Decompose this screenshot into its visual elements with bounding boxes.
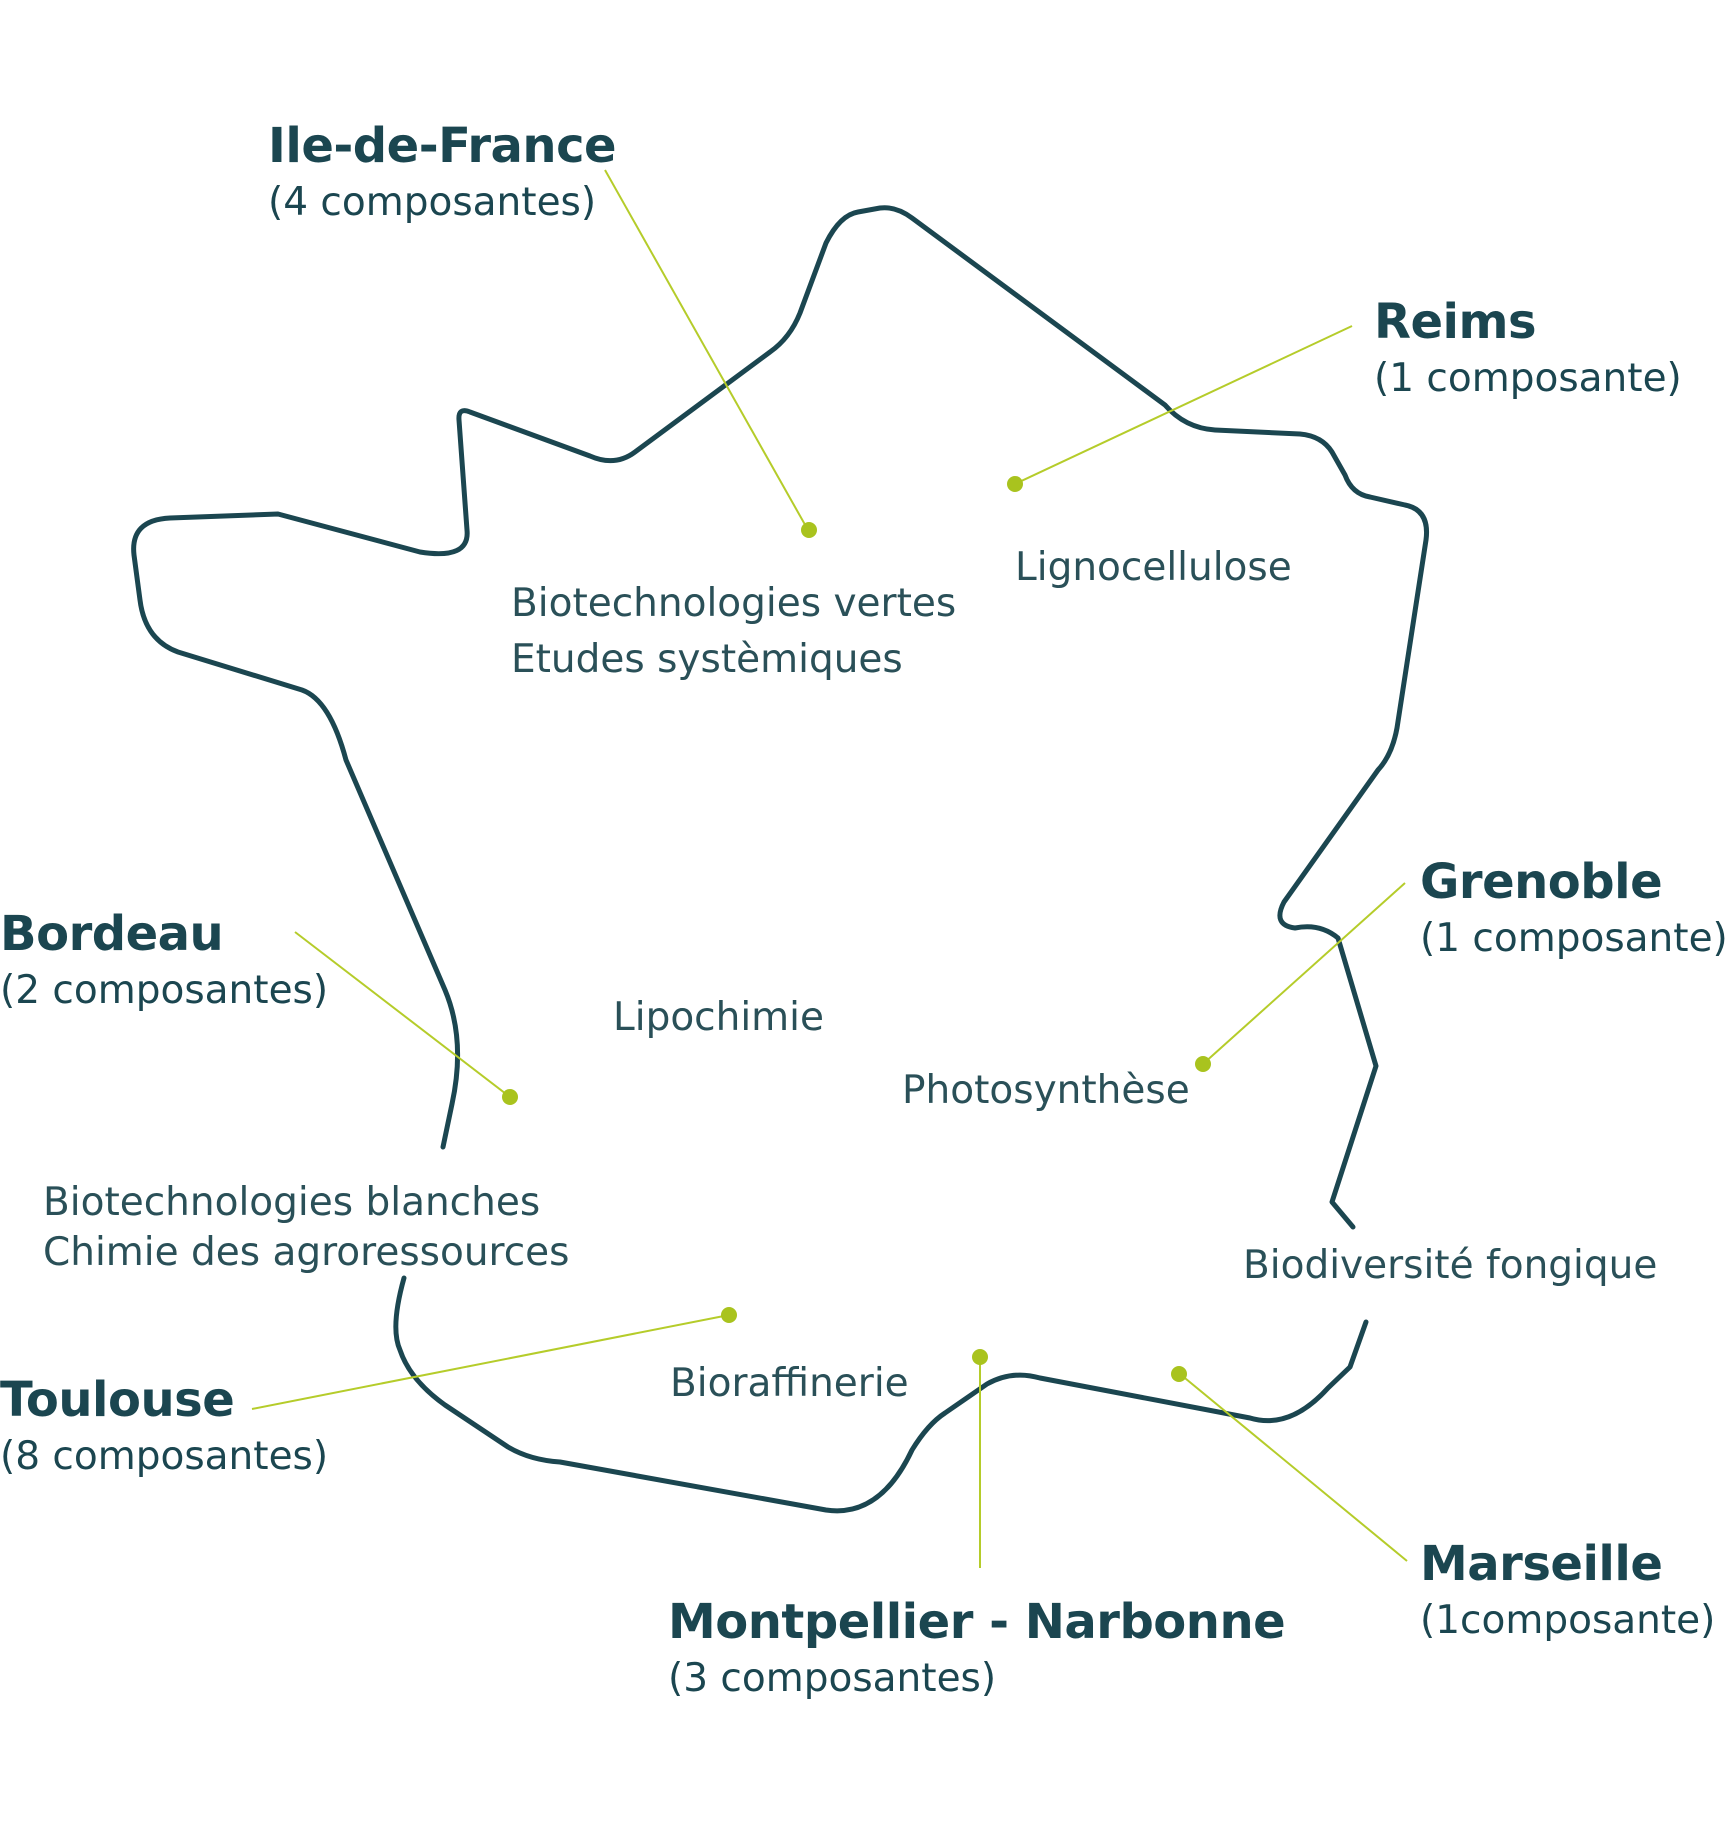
theme-text: Biotechnologies vertes [511, 581, 957, 626]
region-count: (1 composante) [1420, 916, 1728, 961]
leader-line-bordeau [294, 931, 511, 1098]
dot-ile-de-france [801, 522, 817, 538]
theme-label-marseille: Biodiversité fongique [1243, 1238, 1657, 1294]
region-name: Reims [1374, 294, 1537, 350]
dot-montpellier-narbonne [972, 1349, 988, 1365]
region-count: (8 composantes) [0, 1434, 329, 1479]
leader-line-marseille [1179, 1373, 1408, 1562]
dot-bordeau [502, 1089, 518, 1105]
france-outline [131, 205, 1430, 1514]
dot-toulouse [721, 1307, 737, 1323]
theme-text: Lignocellulose [1015, 545, 1292, 590]
region-name: Marseille [1420, 1536, 1663, 1592]
dot-reims [1007, 476, 1023, 492]
region-label-marseille: Marseille (1composante) [1420, 1534, 1715, 1648]
theme-text: Bioraffinerie [670, 1361, 909, 1406]
region-count: (2 composantes) [0, 968, 329, 1013]
theme-label-montpellier-narbonne: Bioraffinerie [670, 1356, 909, 1412]
theme-label-grenoble: Photosynthèse [902, 1063, 1190, 1119]
leader-lines [251, 169, 1408, 1568]
theme-text: Lipochimie [613, 995, 824, 1040]
region-name: Ile-de-France [268, 118, 617, 174]
region-name: Bordeau [0, 906, 224, 962]
region-label-ile-de-france: Ile-de-France (4 composantes) [268, 116, 617, 230]
region-label-reims: Reims (1 composante) [1374, 292, 1682, 406]
region-count: (1 composante) [1374, 356, 1682, 401]
theme-text: Photosynthèse [902, 1068, 1190, 1113]
region-count: (3 composantes) [668, 1656, 997, 1701]
region-name: Toulouse [0, 1372, 235, 1428]
leader-line-toulouse [251, 1314, 730, 1410]
location-dots [502, 476, 1211, 1382]
region-label-toulouse: Toulouse (8 composantes) [0, 1370, 328, 1484]
theme-text: Etudes systèmiques [511, 637, 903, 682]
theme-text: Biodiversité fongique [1243, 1243, 1658, 1288]
leader-line-grenoble [1202, 882, 1406, 1065]
region-name: Grenoble [1420, 854, 1663, 910]
region-label-grenoble: Grenoble (1 composante) [1420, 852, 1728, 966]
theme-label-ile-de-france: Biotechnologies vertes Etudes systèmique… [511, 576, 956, 688]
theme-text: Chimie des agroressources [43, 1230, 570, 1275]
theme-label-bordeau: Lipochimie [613, 990, 824, 1046]
region-label-bordeau: Bordeau (2 composantes) [0, 904, 328, 1018]
france-outline-north-west [131, 205, 1430, 1230]
region-name: Montpellier - Narbonne [668, 1594, 1286, 1650]
theme-text: Biotechnologies blanches [43, 1180, 541, 1225]
theme-label-toulouse: Biotechnologies blanches Chimie des agro… [43, 1178, 569, 1278]
leader-line-ile-de-france [604, 169, 809, 531]
theme-label-reims: Lignocellulose [1015, 540, 1292, 596]
dot-grenoble [1195, 1056, 1211, 1072]
dot-marseille [1171, 1366, 1187, 1382]
france-outline-south [393, 1275, 1369, 1514]
region-count: (4 composantes) [268, 180, 597, 225]
region-label-montpellier-narbonne: Montpellier - Narbonne (3 composantes) [668, 1592, 1286, 1706]
region-count: (1composante) [1420, 1598, 1716, 1643]
leader-line-reims [1014, 325, 1353, 485]
